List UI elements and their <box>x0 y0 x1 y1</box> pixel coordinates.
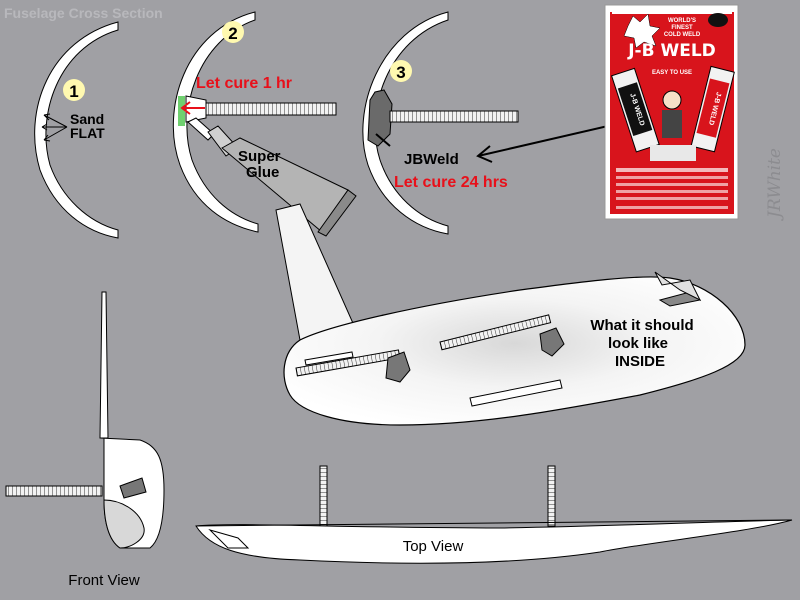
super-glue-label-2: Glue <box>246 164 279 181</box>
step-2-badge <box>222 21 244 43</box>
step-3-cross-section: 3 JBWeld Let cure 24 hrs <box>362 11 609 235</box>
step-1-label-sand: Sand <box>70 111 104 127</box>
step-3-number: 3 <box>396 63 405 82</box>
svg-text:WORLD'S: WORLD'S <box>668 18 696 24</box>
step-1-cross-section: 1 Sand FLAT <box>34 21 119 239</box>
front-view-label: Front View <box>68 572 140 589</box>
package-brand: J-B WELD <box>627 41 716 61</box>
svg-text:EASY TO USE: EASY TO USE <box>652 70 692 76</box>
step-3-badge <box>390 60 412 82</box>
airplane-cutaway <box>275 203 746 426</box>
super-glue-tube-icon <box>187 117 357 237</box>
step-1-label-flat: FLAT <box>70 125 105 141</box>
jbweld-label: JBWeld <box>404 151 459 168</box>
black-arrow-icon <box>375 125 609 163</box>
sand-arrows-icon <box>41 113 68 142</box>
artist-signature: JRWhite <box>765 148 785 221</box>
jbweld-package-image: WORLD'S FINEST COLD WELD J-B WELD EASY T… <box>604 4 739 220</box>
internal-bolts <box>295 314 565 407</box>
fuselage <box>283 276 746 426</box>
diagram-title: Fuselage Cross Section <box>4 5 163 21</box>
step-1-number: 1 <box>69 82 78 101</box>
nose-wedge <box>654 271 702 302</box>
step-2-number: 2 <box>228 24 237 43</box>
step-2-cross-section: 2 Let cure 1 hr Super Glue <box>172 11 357 237</box>
svg-text:COLD WELD: COLD WELD <box>664 32 701 38</box>
step-1-badge <box>63 79 85 101</box>
front-view-drawing <box>5 291 165 549</box>
svg-text:FINEST: FINEST <box>671 25 693 31</box>
screw-shaft-3 <box>389 110 519 123</box>
plane-caption-2: look like <box>608 335 668 352</box>
step-2-cure-text: Let cure 1 hr <box>196 75 292 92</box>
top-view-drawing <box>195 465 793 564</box>
top-view-label: Top View <box>403 538 464 555</box>
glue-layer <box>178 96 185 126</box>
super-glue-label-1: Super <box>238 148 281 165</box>
plane-caption-3: INSIDE <box>615 353 665 370</box>
step-3-cure-text: Let cure 24 hrs <box>394 174 508 191</box>
screw-shaft <box>205 102 337 116</box>
plane-caption-1: What it should <box>590 317 693 334</box>
starburst-icon <box>623 13 661 49</box>
